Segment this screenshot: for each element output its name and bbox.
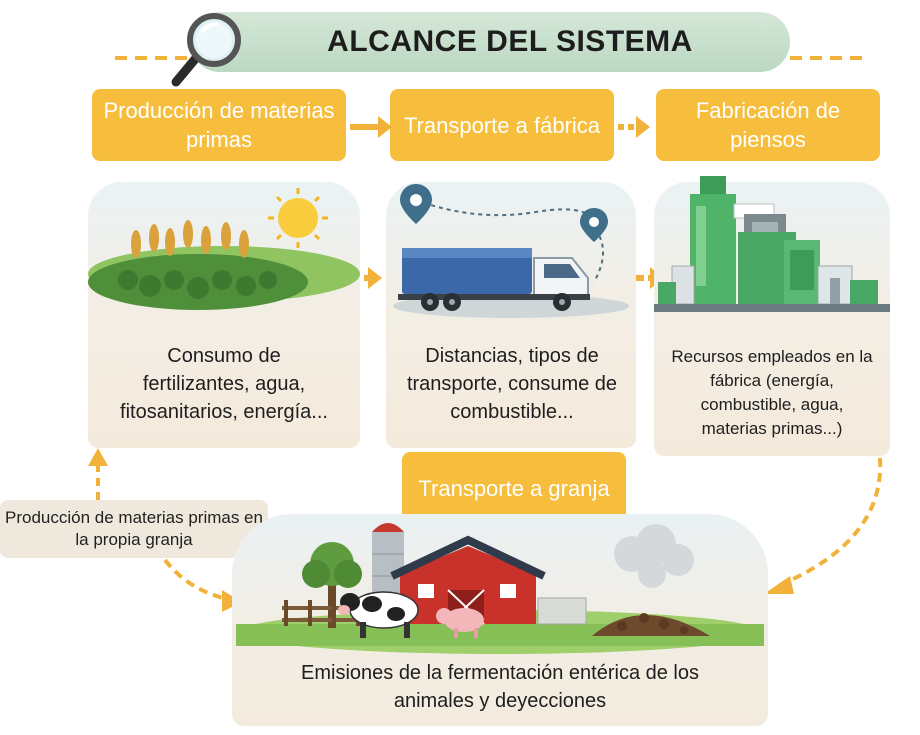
side-label-own-production: Producción de materias primas en la prop…: [0, 500, 268, 558]
stage-transport-factory: Transporte a fábrica: [390, 89, 614, 161]
farm-illustration: [236, 523, 764, 654]
factory-icon: [654, 176, 890, 312]
arrow-stage-2-3: [618, 116, 650, 138]
desc-feed-manufacturing: Recursos empleados en la fábrica (energí…: [671, 347, 873, 438]
smoke: [614, 524, 694, 588]
factory-illustration: [654, 176, 890, 312]
pig-icon: [436, 608, 484, 638]
title-banner: ALCANCE DEL SISTEMA: [190, 12, 790, 72]
arrow-up-side: [88, 448, 108, 500]
magnifier-icon: [171, 13, 241, 87]
desc-farm: Emisiones de la fermentación entérica de…: [301, 662, 699, 712]
truck-icon: [398, 248, 590, 311]
truck-illustration: [393, 184, 629, 318]
crop-field-illustration: [88, 188, 360, 310]
location-pin-icon: [400, 184, 432, 224]
manure-icon: [592, 613, 710, 636]
arrow-stage-1-2: [350, 116, 392, 138]
arrow-side-to-farm: [163, 558, 242, 612]
stage-feed-manufacturing: Fabricación de piensos: [656, 89, 880, 161]
sun-icon: [278, 198, 318, 238]
stage-raw-materials: Producción de materias primas: [92, 89, 346, 161]
desc-raw-materials: Consumo de fertilizantes, agua, fitosani…: [120, 345, 328, 423]
page-title: ALCANCE DEL SISTEMA: [327, 25, 693, 58]
title-dashed-line: [115, 56, 865, 60]
stage-transport-farm: Transporte a granja: [402, 452, 626, 524]
desc-transport-factory: Distancias, tipos de transporte, consume…: [406, 345, 618, 423]
cow-icon: [338, 591, 419, 638]
arrow-factory-to-farm: [764, 457, 883, 594]
